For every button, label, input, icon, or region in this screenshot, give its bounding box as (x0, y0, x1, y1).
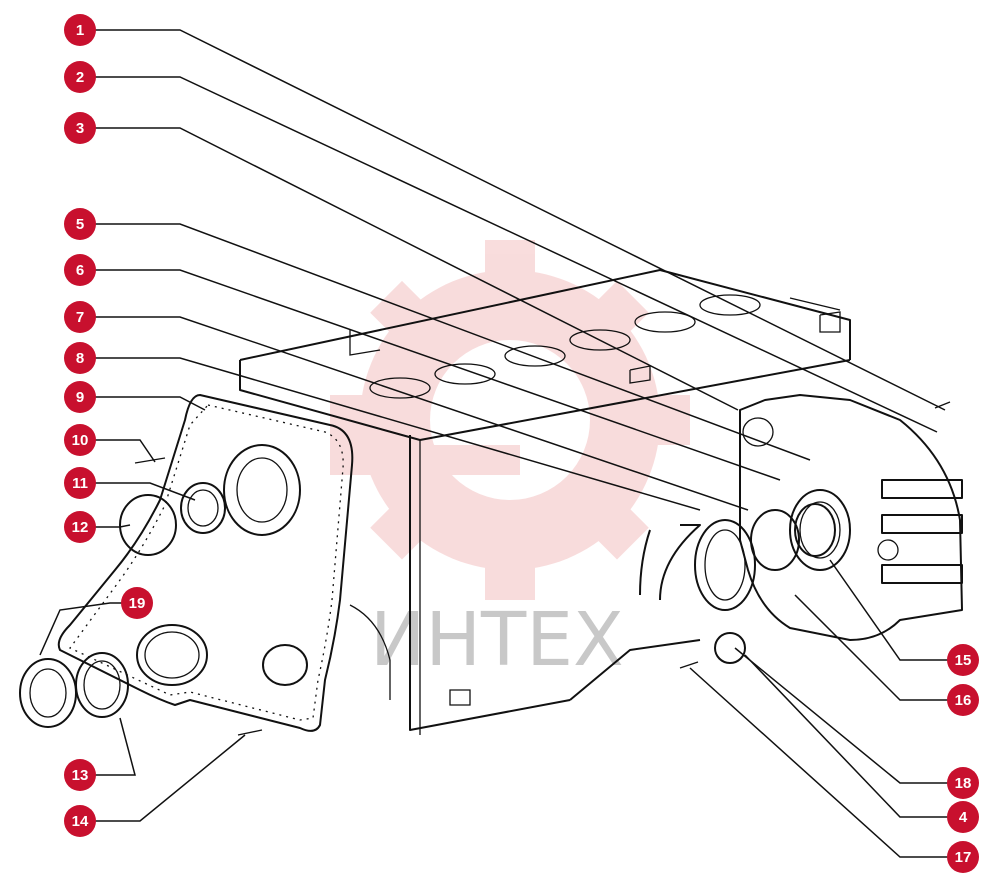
svg-text:1: 1 (76, 22, 84, 39)
svg-text:3: 3 (76, 120, 84, 137)
svg-text:17: 17 (955, 849, 972, 866)
svg-text:13: 13 (72, 767, 89, 784)
callout-1: 1 (64, 14, 96, 46)
callout-12: 12 (64, 511, 96, 543)
callout-14: 14 (64, 805, 96, 837)
leader-lines (39, 29, 963, 858)
callout-8: 8 (64, 342, 96, 374)
svg-text:9: 9 (76, 389, 84, 406)
rear-parts (639, 503, 836, 669)
callout-13: 13 (64, 759, 96, 791)
svg-text:7: 7 (76, 309, 84, 326)
svg-text:19: 19 (129, 595, 146, 612)
svg-text:12: 12 (72, 519, 89, 536)
svg-text:11: 11 (72, 475, 88, 492)
callout-11: 11 (64, 467, 96, 499)
svg-text:4: 4 (959, 809, 968, 826)
callout-19: 19 (121, 587, 153, 619)
svg-text:14: 14 (72, 813, 89, 830)
callout-10: 10 (64, 424, 96, 456)
svg-text:15: 15 (955, 652, 972, 669)
svg-text:16: 16 (955, 692, 972, 709)
svg-text:5: 5 (76, 216, 84, 233)
callout-3: 3 (64, 112, 96, 144)
callout-17: 17 (947, 841, 979, 873)
callout-18: 18 (947, 767, 979, 799)
svg-text:2: 2 (76, 69, 84, 86)
watermark-gear-icon (330, 240, 690, 600)
callout-2: 2 (64, 61, 96, 93)
svg-text:8: 8 (76, 350, 84, 367)
flywheel-housing (739, 394, 963, 641)
callout-16: 16 (947, 684, 979, 716)
watermark-text: ИНТЕХ (370, 597, 624, 683)
svg-text:18: 18 (955, 775, 972, 792)
front-cover-gasket (57, 394, 354, 732)
svg-text:10: 10 (72, 432, 89, 449)
svg-text:6: 6 (76, 262, 84, 279)
callout-15: 15 (947, 644, 979, 676)
front-parts (19, 457, 263, 736)
callout-7: 7 (64, 301, 96, 333)
callouts: 1 2 3 5 6 7 8 9 (64, 14, 979, 873)
callout-4: 4 (947, 801, 979, 833)
callout-9: 9 (64, 381, 96, 413)
callout-6: 6 (64, 254, 96, 286)
callout-5: 5 (64, 208, 96, 240)
